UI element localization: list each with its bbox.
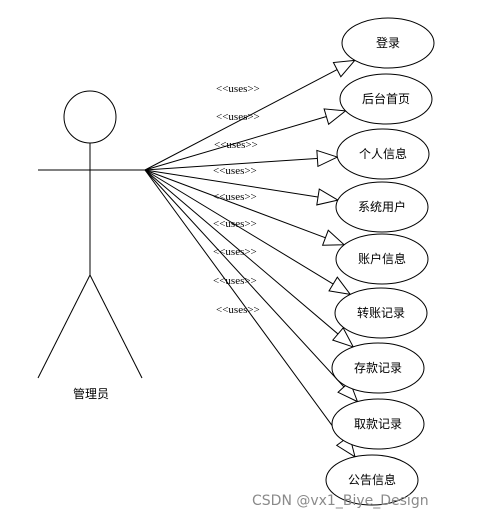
arrow-head — [323, 108, 347, 126]
actor-head — [63, 90, 117, 144]
arrow-head — [316, 149, 339, 168]
association-line — [144, 169, 338, 201]
use-case-label: 公告信息 — [348, 472, 396, 487]
actor-figure — [37, 90, 145, 379]
uses-label: <<uses>> — [216, 304, 260, 316]
use-case-ellipse — [331, 398, 425, 450]
use-case-label: 取款记录 — [354, 417, 402, 431]
uses-label: <<uses>> — [213, 191, 257, 203]
use-case-label: 登录 — [376, 35, 400, 50]
association-line — [144, 169, 351, 295]
use-case-label: 存款记录 — [354, 361, 402, 375]
association-line — [144, 169, 345, 246]
actor-right-leg — [89, 274, 143, 379]
uses-label: <<uses>> — [213, 275, 257, 287]
arrow-head — [321, 229, 346, 246]
association-line — [144, 59, 356, 171]
use-case-label: 转账记录 — [357, 305, 405, 320]
use-case-label: 后台首页 — [362, 91, 410, 106]
use-case-label: 系统用户 — [358, 199, 406, 214]
association-line — [144, 169, 358, 402]
arrow-head — [316, 188, 340, 206]
actor-name: 管理员 — [73, 386, 109, 401]
arrow-head — [337, 380, 359, 403]
use-case-ellipse — [341, 17, 435, 69]
use-case-label: 账户信息 — [358, 251, 406, 266]
actor-left-leg — [37, 274, 91, 379]
use-case-ellipse — [325, 454, 419, 506]
use-case-label: 个人信息 — [359, 146, 407, 161]
association-line — [144, 169, 356, 458]
uses-label: <<uses>> — [213, 246, 257, 258]
use-case-ellipse — [331, 342, 425, 394]
uses-label: <<uses>> — [216, 111, 260, 123]
relations-group: <<uses>> <<uses>> <<uses>> <<uses>> <<uses>>… — [144, 59, 359, 458]
use-case-ellipse — [335, 181, 429, 233]
uses-label: <<uses>> — [213, 218, 257, 230]
association-line — [144, 169, 354, 348]
arrow-head — [332, 59, 357, 78]
association-line — [144, 156, 338, 171]
watermark: CSDN @vx1_Biye_Design — [252, 493, 429, 509]
uses-label: <<uses>> — [214, 139, 258, 151]
use-case-ellipse — [339, 73, 433, 125]
arrow-head — [331, 327, 355, 348]
use-case-ellipse — [334, 287, 428, 339]
use-case-ellipse — [336, 128, 430, 180]
uses-label: <<uses>> — [213, 165, 257, 177]
arrow-head — [328, 276, 352, 296]
association-line — [144, 110, 346, 171]
use-case-ellipse — [335, 233, 429, 285]
uses-label: <<uses>> — [216, 83, 260, 95]
